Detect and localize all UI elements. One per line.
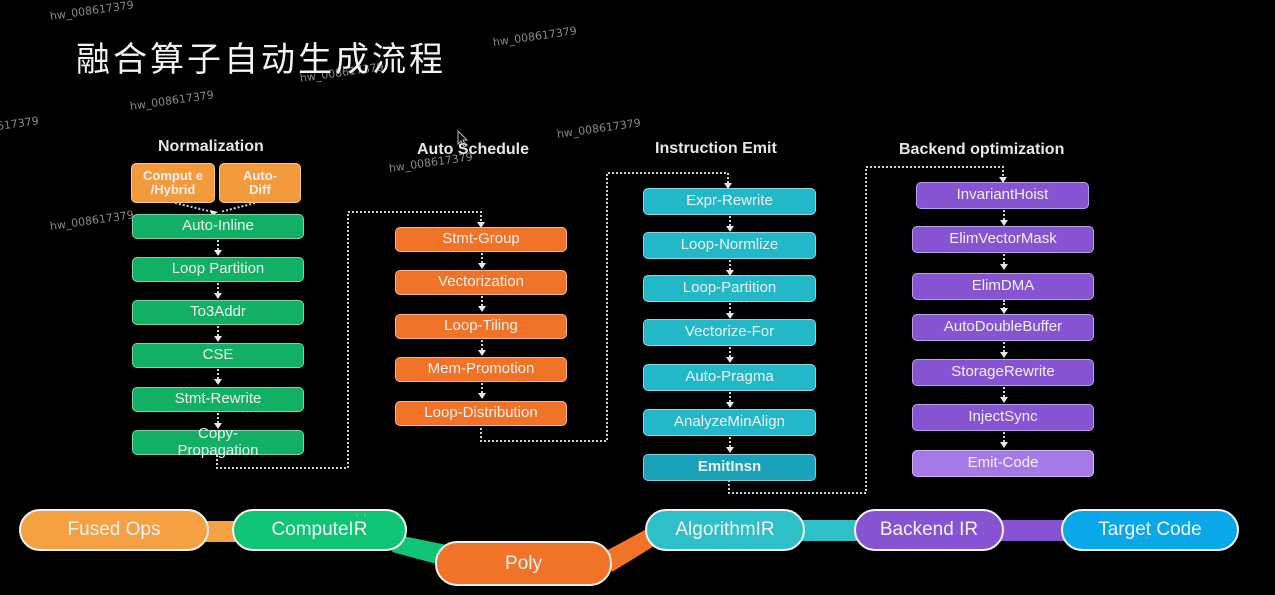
step-auto-double-buffer: AutoDoubleBuffer [912,314,1094,341]
step-auto-inline: Auto-Inline [132,214,304,239]
pipeline-link-fusedops-computeir [205,521,237,542]
step-expr-rewrite: Expr-Rewrite [643,188,816,215]
connector-emit-to-backend [728,166,1004,494]
step-cse: CSE [132,343,304,368]
arrow-down-icon [478,383,486,399]
pipeline-link-backendir-targetcode [1000,520,1068,541]
arrow-down-icon [214,369,222,385]
input-auto-diff: Auto- Diff [219,163,301,203]
pipeline-stage-target-code: Target Code [1061,509,1239,551]
arrow-down-icon [1000,432,1008,448]
step-analyze-min-align: AnalyzeMinAlign [643,409,816,436]
column-title-normalization: Normalization [158,138,264,155]
arrow-down-icon [726,216,734,232]
arrow-down-icon [726,437,734,453]
step-copy-propagation: Copy-Propagation [132,425,304,458]
pipeline-stage-backend-ir: Backend IR [854,509,1004,551]
step-storage-rewrite: StorageRewrite [912,359,1094,386]
arrow-down-icon [214,413,222,429]
column-title-instruction-emit: Instruction Emit [655,140,777,157]
step-emit-insn: EmitInsn [643,454,816,481]
step-loop-normlize: Loop-Normlize [643,232,816,259]
input-compute-hybrid: Comput e /Hybrid [131,163,215,203]
arrow-down-icon [726,260,734,276]
step-elim-vector-mask: ElimVectorMask [912,226,1094,253]
step-invariant-hoist: InvariantHoist [916,182,1089,209]
step-emit-code: Emit-Code [912,450,1094,477]
arrow-head-icon [724,183,732,189]
arrow-head-icon [999,177,1007,183]
arrow-down-icon [478,340,486,356]
arrow-down-icon [1000,254,1008,270]
arrow-down-icon [726,347,734,363]
connector-inputs-merge [174,202,256,213]
arrow-down-icon [214,283,222,299]
column-title-auto-schedule: Auto Schedule [417,141,530,158]
pipeline-stage-poly: Poly [435,541,612,586]
arrow-head-icon [477,222,485,228]
step-mem-promotion: Mem-Promotion [395,357,567,382]
step-loop-distribution: Loop-Distribution [395,401,567,426]
pipeline-stage-compute-ir: ComputeIR [232,509,407,551]
arrow-down-icon [478,296,486,312]
arrow-down-icon [214,326,222,342]
arrow-down-icon [1000,210,1008,226]
step-auto-pragma: Auto-Pragma [643,364,816,391]
step-to3addr: To3Addr [132,300,304,325]
arrow-down-icon [478,253,486,269]
step-elim-dma: ElimDMA [912,273,1094,300]
step-loop-tiling: Loop-Tiling [395,314,567,339]
arrow-down-icon [726,392,734,408]
step-stmt-rewrite: Stmt-Rewrite [132,387,304,412]
step-vectorize-for: Vectorize-For [643,319,816,346]
step-loop-partition-emit: Loop-Partition [643,275,816,302]
connector-schedule-to-emit [480,172,729,442]
arrow-down-icon [726,303,734,319]
pipeline-stage-algorithm-ir: AlgorithmIR [645,509,805,551]
arrow-down-icon [1000,300,1008,314]
step-stmt-group: Stmt-Group [395,227,567,252]
step-inject-sync: InjectSync [912,404,1094,431]
connector-norm-to-schedule [216,211,482,469]
page-title: 融合算子自动生成流程 [76,40,446,80]
pipeline-link-algorithmir-backendir [800,520,860,541]
arrow-down-icon [214,240,222,256]
arrow-down-icon [1000,387,1008,403]
step-vectorization: Vectorization [395,270,567,295]
step-loop-partition: Loop Partition [132,257,304,282]
pipeline-stage-fused-ops: Fused Ops [19,509,209,551]
arrow-down-icon [1000,342,1008,358]
column-title-backend-optimization: Backend optimization [899,141,1065,158]
